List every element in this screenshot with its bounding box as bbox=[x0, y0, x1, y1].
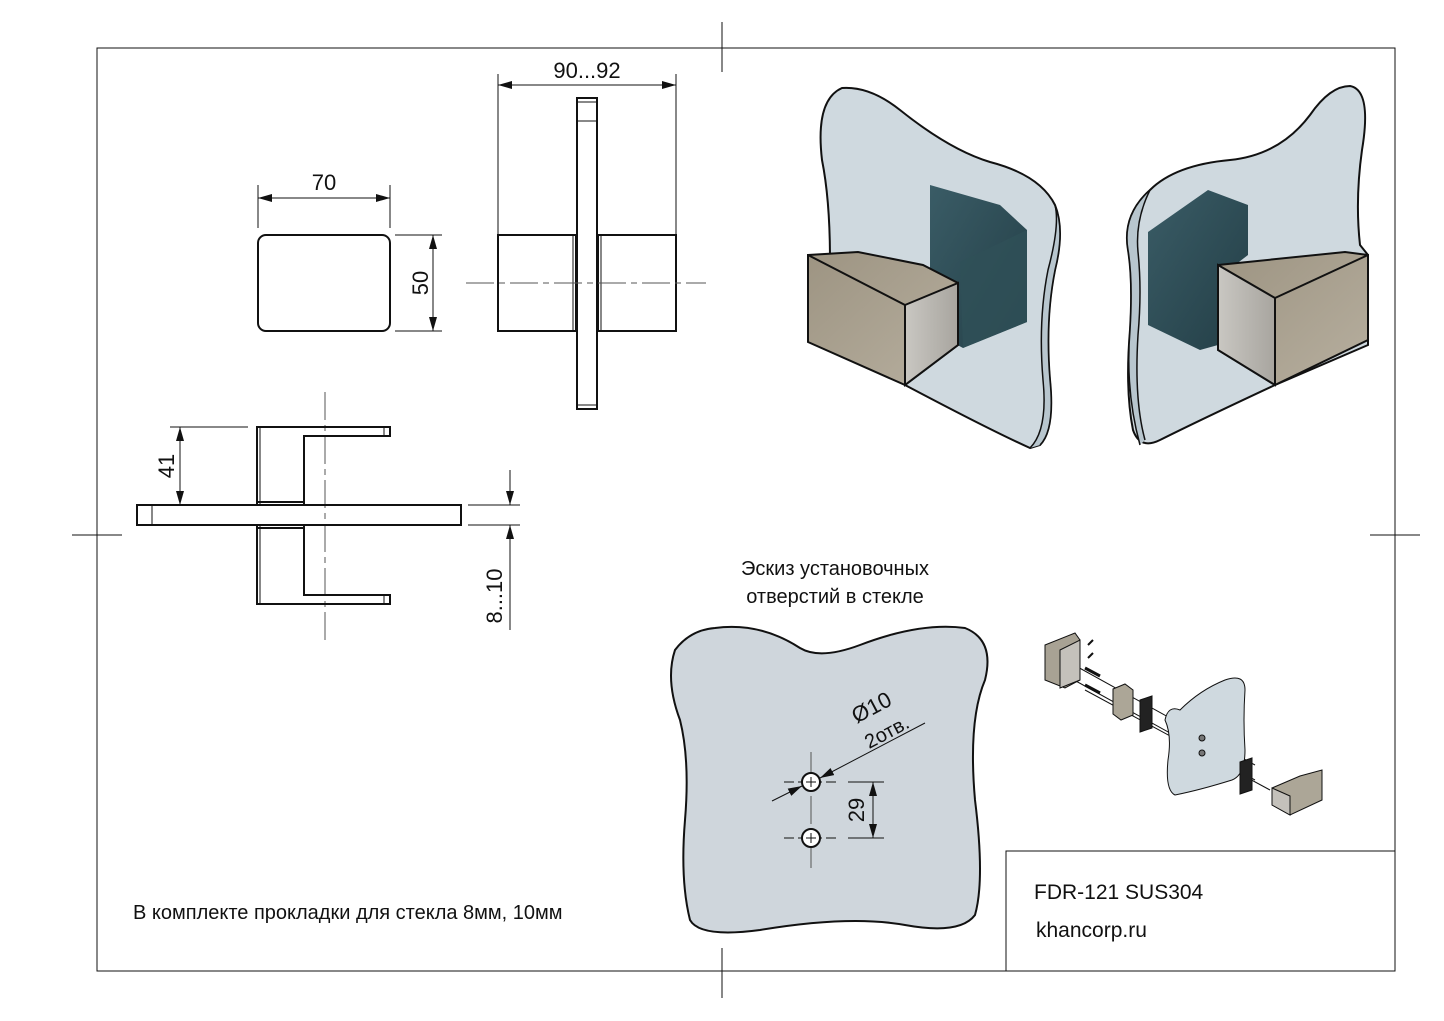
sketch-title-line2: отверстий в стекле bbox=[746, 586, 924, 608]
drawing-frame bbox=[96, 47, 1396, 972]
side-view: 90...92 bbox=[466, 58, 706, 410]
dim-41-label: 41 bbox=[154, 454, 179, 478]
dim-70-label: 70 bbox=[312, 170, 336, 195]
glass-hole-sketch: Ø10 2отв. 29 bbox=[670, 625, 989, 934]
front-view-plate bbox=[257, 234, 391, 332]
sketch-title-line1: Эскиз установочных bbox=[741, 558, 929, 580]
front-view: 70 50 bbox=[257, 170, 442, 332]
title-block: FDR-121 SUS304 khancorp.ru bbox=[1005, 850, 1396, 972]
dim-diameter-leader bbox=[819, 722, 926, 779]
center-marks bbox=[72, 22, 1420, 998]
render-front-3d bbox=[807, 86, 1061, 450]
dim-50-label: 50 bbox=[408, 271, 433, 295]
render-back-3d bbox=[1126, 84, 1369, 446]
top-view: 41 8...10 bbox=[136, 392, 520, 640]
dim-8-10-label: 8...10 bbox=[482, 568, 507, 623]
dim-29-label: 29 bbox=[844, 798, 869, 822]
kit-note: В комплекте прокладки для стекла 8мм, 10… bbox=[133, 902, 563, 924]
website-label: khancorp.ru bbox=[1036, 919, 1147, 942]
dim-90-92-label: 90...92 bbox=[553, 58, 620, 83]
exploded-view bbox=[1044, 632, 1323, 816]
model-label: FDR-121 SUS304 bbox=[1034, 881, 1204, 904]
